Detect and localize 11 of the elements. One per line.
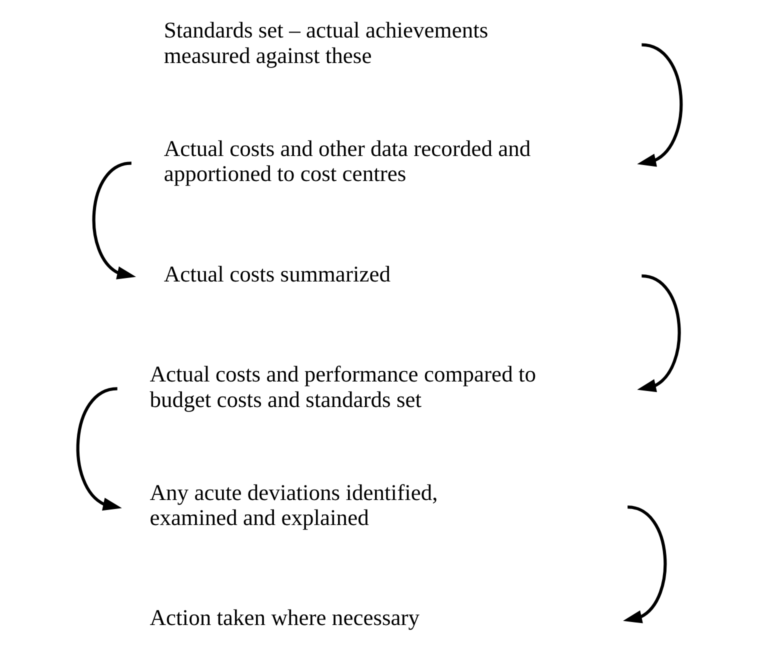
node-text: Standards set – actual achievements measured against these [163, 17, 488, 68]
node-text: Action taken where necessary [149, 605, 420, 630]
arrow [636, 43, 682, 167]
node-text: Any acute deviations identified, examined and explained [149, 480, 438, 530]
node-text: Actual costs summarized [163, 261, 390, 286]
arrow [622, 506, 666, 624]
arrow [76, 387, 122, 511]
arrow [636, 274, 680, 392]
node-text: Actual costs and other data recorded and apportioned to cost centres [163, 136, 530, 186]
arrow [92, 162, 136, 280]
node-text: Actual costs and performance compared to budget costs and standards set [149, 361, 536, 412]
